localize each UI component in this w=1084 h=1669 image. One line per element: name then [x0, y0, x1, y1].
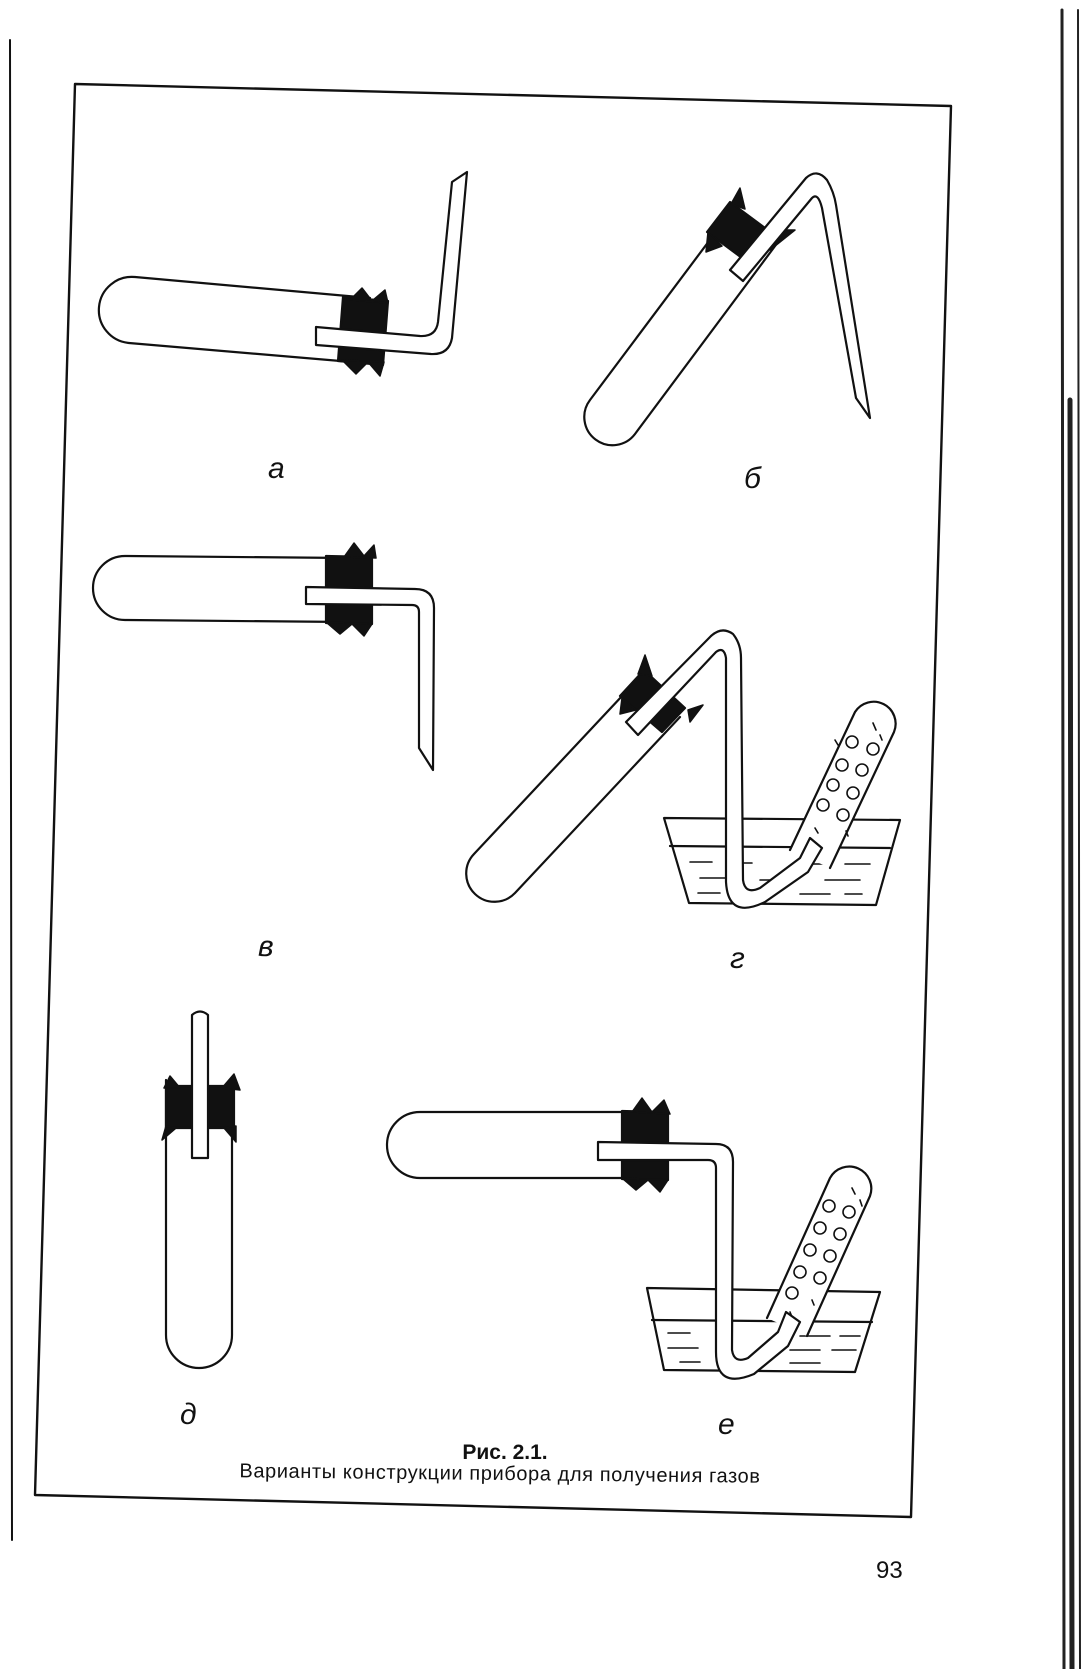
water-surface: [650, 1318, 874, 1324]
stopper-ragged-edge: [325, 542, 377, 637]
apparatus-d: [161, 1010, 241, 1370]
test-tube: [91, 554, 350, 624]
stopper-ragged-edge: [161, 1073, 241, 1143]
collecting-tube: [788, 700, 897, 870]
test-tube: [465, 677, 682, 903]
figure-frame: [33, 82, 953, 1519]
caption-title: Рис. 2.1.: [462, 1441, 548, 1464]
apparatus-b: [583, 172, 872, 447]
stopper-ragged-edge: [621, 1097, 671, 1193]
apparatus-g: [465, 629, 902, 909]
stopper-ragged-edge: [619, 654, 704, 723]
water-surface: [668, 844, 892, 850]
gas-tube: [304, 585, 436, 772]
page-edge-left: [9, 39, 13, 1541]
apparatus-a: [97, 170, 469, 377]
gas-tube: [728, 172, 872, 420]
stopper-ragged-edge: [341, 287, 389, 377]
gas-tube: [624, 629, 824, 909]
page-number: 93: [876, 1557, 903, 1584]
gas-tube: [596, 1140, 802, 1380]
test-tube: [583, 203, 783, 447]
label-e: е: [718, 1408, 735, 1441]
label-v: в: [258, 930, 274, 963]
page-edge-right: [1060, 8, 1081, 1669]
label-a: а: [268, 452, 285, 485]
test-tube: [385, 1110, 642, 1180]
gas-bubbles: [785, 1187, 863, 1318]
test-tube: [97, 275, 372, 365]
gas-tube: [314, 170, 469, 356]
apparatus-e: [385, 1097, 882, 1380]
gas-bubbles: [814, 722, 883, 837]
label-d: д: [180, 1398, 197, 1431]
label-g: г: [730, 942, 745, 975]
label-b: б: [744, 462, 761, 495]
test-tube: [164, 1078, 234, 1370]
collecting-tube: [765, 1165, 873, 1338]
gas-tube: [190, 1010, 210, 1160]
apparatus-v: [91, 542, 436, 772]
